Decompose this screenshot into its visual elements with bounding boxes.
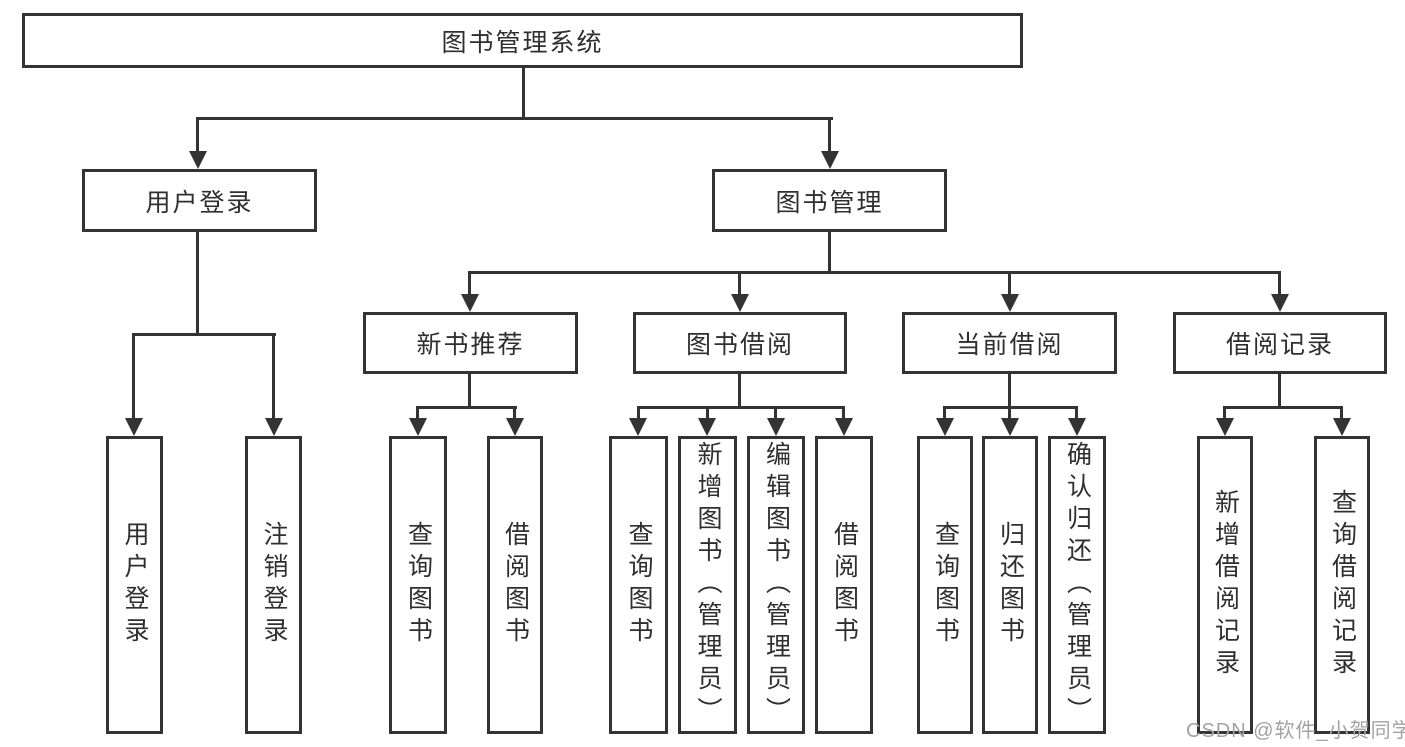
connector-borrow-record-drop <box>1278 271 1281 297</box>
leaf-bb-edit-books: 编辑图书（管理员） <box>747 436 805 734</box>
arrowhead-bb-query <box>629 418 647 436</box>
node-new-book-rec: 新书推荐 <box>363 312 578 374</box>
leaf-user-login-label: 用户登录 <box>121 521 149 649</box>
arrowhead-cb-query <box>936 418 954 436</box>
leaf-nb-borrow-books: 借阅图书 <box>487 436 543 734</box>
connector-user-login-stem <box>196 232 199 335</box>
leaf-br-add-record: 新增借阅记录 <box>1197 436 1253 734</box>
connector-borrow-record-bar <box>1224 406 1343 409</box>
connector-book-mgmt-drop <box>828 117 831 153</box>
arrowhead-br-query <box>1333 418 1351 436</box>
leaf-logout-label: 注销登录 <box>260 521 288 649</box>
connector-level3-bar <box>469 271 1281 274</box>
arrowhead-nb-query <box>409 418 427 436</box>
connector-br-query-drop <box>1340 406 1343 421</box>
leaf-bb-borrow-books-label: 借阅图书 <box>830 521 859 649</box>
node-new-book-rec-label: 新书推荐 <box>416 331 525 359</box>
arrowhead-cb-return <box>1001 418 1019 436</box>
connector-new-book-stem <box>468 374 471 408</box>
node-current-borrow-label: 当前借阅 <box>955 331 1064 359</box>
connector-current-borrow-bar <box>944 406 1078 409</box>
connector-book-mgmt-stem <box>828 232 831 273</box>
leaf-cb-confirm-return-label: 确认归还（管理员） <box>1063 441 1092 729</box>
node-user-login: 用户登录 <box>82 169 317 232</box>
connector-bb-edit-drop <box>774 406 777 421</box>
connector-bb-add-drop <box>706 406 709 421</box>
arrowhead-cb-confirm <box>1068 418 1086 436</box>
connector-bb-query-drop <box>637 406 640 421</box>
arrowhead-new-book <box>461 294 479 312</box>
connector-user-login-bar <box>133 333 276 336</box>
node-user-login-label: 用户登录 <box>145 188 254 217</box>
leaf-cb-query-books: 查询图书 <box>917 436 973 734</box>
node-book-borrow: 图书借阅 <box>633 312 847 374</box>
leaf-br-query-record: 查询借阅记录 <box>1314 436 1370 734</box>
leaf-logout: 注销登录 <box>245 436 302 734</box>
connector-root-stem <box>522 68 525 119</box>
arrowhead-leaf-logout <box>265 418 283 436</box>
arrowhead-bb-add <box>698 418 716 436</box>
connector-book-borrow-stem <box>738 374 741 408</box>
leaf-cb-confirm-return: 确认归还（管理员） <box>1048 436 1106 734</box>
arrowhead-bb-borrow <box>835 418 853 436</box>
leaf-bb-edit-books-label: 编辑图书（管理员） <box>762 441 791 729</box>
connector-borrow-record-stem <box>1278 374 1281 408</box>
connector-level2-bar <box>197 117 833 120</box>
connector-current-borrow-drop <box>1008 271 1011 297</box>
leaf-user-login: 用户登录 <box>106 436 163 734</box>
leaf-cb-query-books-label: 查询图书 <box>931 521 960 649</box>
node-borrow-record-label: 借阅记录 <box>1225 331 1334 359</box>
leaf-cb-return-books-label: 归还图书 <box>996 521 1025 649</box>
arrowhead-bb-edit <box>767 418 785 436</box>
leaf-nb-borrow-books-label: 借阅图书 <box>501 521 530 649</box>
arrowhead-leaf-login <box>125 418 143 436</box>
node-root-label: 图书管理系统 <box>441 28 604 57</box>
leaf-bb-query-books-label: 查询图书 <box>625 521 653 649</box>
connector-cb-confirm-drop <box>1075 406 1078 421</box>
connector-current-borrow-stem <box>1008 374 1011 408</box>
connector-leaf-login-drop <box>132 333 135 420</box>
connector-new-book-bar <box>417 406 517 409</box>
node-root: 图书管理系统 <box>22 13 1023 68</box>
connector-br-add-drop <box>1223 406 1226 421</box>
leaf-bb-add-books: 新增图书（管理员） <box>678 436 737 734</box>
connector-new-book-drop <box>468 271 471 297</box>
leaf-bb-query-books: 查询图书 <box>609 436 668 734</box>
connector-bb-borrow-drop <box>842 406 845 421</box>
leaf-bb-borrow-books: 借阅图书 <box>815 436 873 734</box>
arrowhead-user-login <box>189 151 207 169</box>
arrowhead-book-mgmt <box>821 151 839 169</box>
connector-leaf-logout-drop <box>272 333 275 420</box>
leaf-br-add-record-label: 新增借阅记录 <box>1211 489 1240 681</box>
connector-nb-query-drop <box>416 406 419 421</box>
csdn-watermark: CSDN @软件_小贺同学 <box>1186 720 1405 742</box>
connector-cb-query-drop <box>943 406 946 421</box>
connector-user-login-drop <box>196 117 199 153</box>
node-book-mgmt: 图书管理 <box>712 169 947 232</box>
node-book-borrow-label: 图书借阅 <box>685 331 794 359</box>
arrowhead-nb-borrow <box>506 418 524 436</box>
arrowhead-borrow-record <box>1271 294 1289 312</box>
connector-book-borrow-bar <box>637 406 845 409</box>
node-borrow-record: 借阅记录 <box>1173 312 1387 374</box>
leaf-bb-add-books-label: 新增图书（管理员） <box>694 441 722 729</box>
arrowhead-br-add <box>1216 418 1234 436</box>
leaf-nb-query-books: 查询图书 <box>389 436 447 734</box>
leaf-cb-return-books: 归还图书 <box>982 436 1038 734</box>
connector-cb-return-drop <box>1008 406 1011 421</box>
connector-book-borrow-drop <box>738 271 741 297</box>
leaf-nb-query-books-label: 查询图书 <box>404 521 433 649</box>
leaf-br-query-record-label: 查询借阅记录 <box>1328 489 1357 681</box>
node-book-mgmt-label: 图书管理 <box>775 188 884 217</box>
node-current-borrow: 当前借阅 <box>902 312 1117 374</box>
arrowhead-current-borrow <box>1001 294 1019 312</box>
arrowhead-book-borrow <box>731 294 749 312</box>
connector-nb-borrow-drop <box>513 406 516 421</box>
